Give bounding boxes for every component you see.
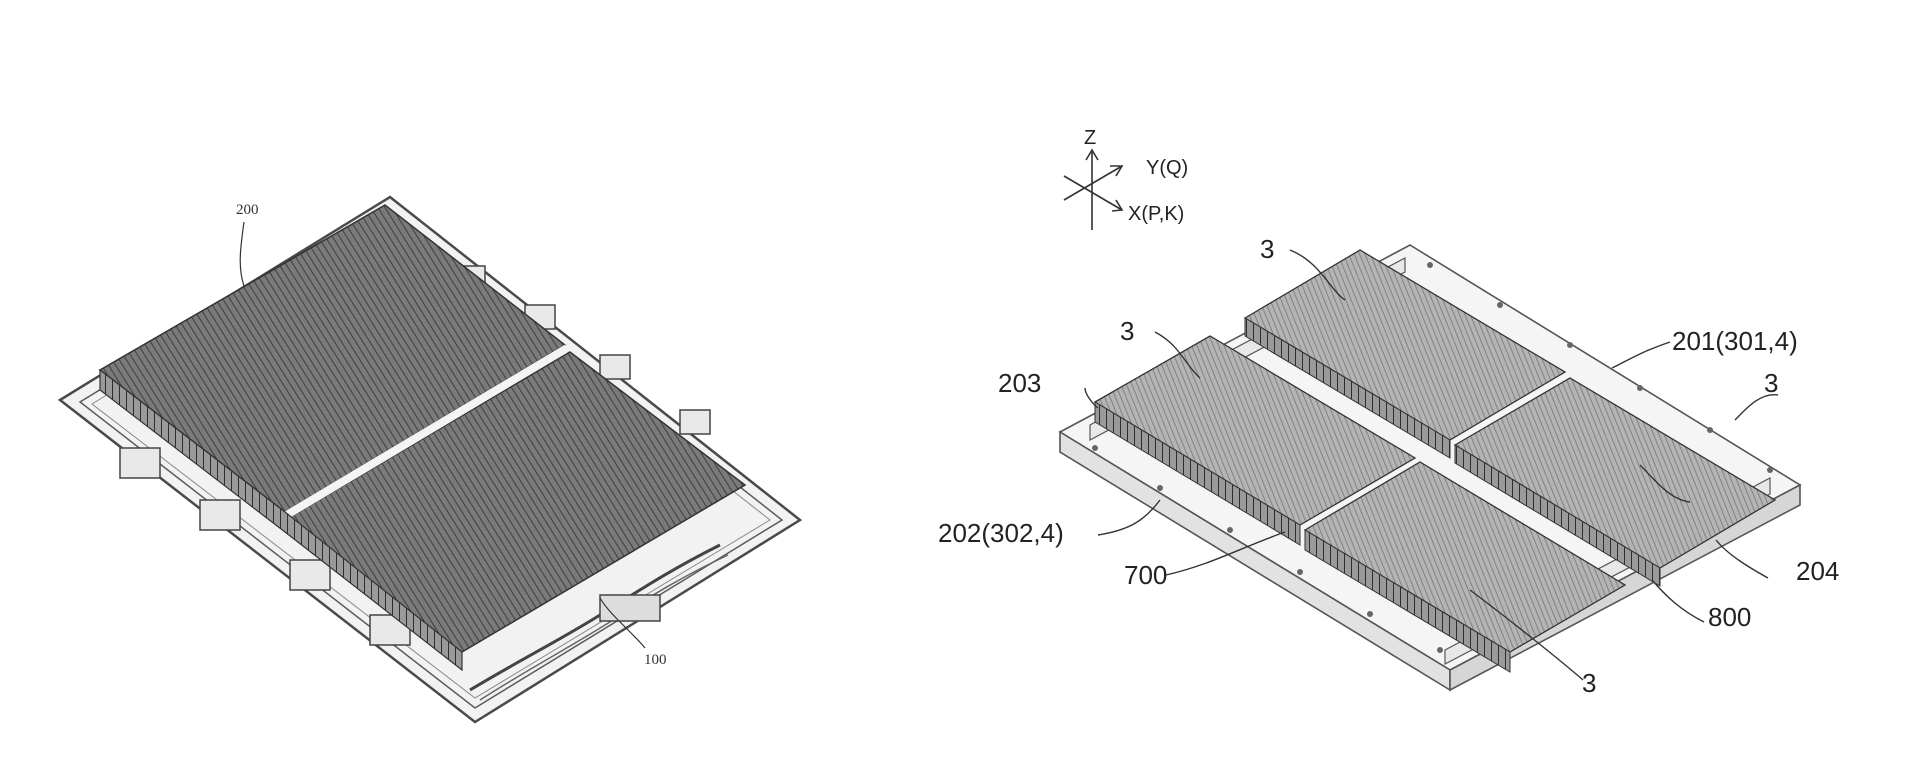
label-module-right: 3 [1764,368,1778,398]
label-module-bottom: 3 [1582,668,1596,698]
cell-block-divider [282,344,570,520]
label-module-top: 3 [1260,234,1274,264]
figure-a-battery-pack: 200 100 [57,195,803,724]
module-bottom [1303,461,1627,673]
figure-b-module-layout: Z Y(Q) X(P,K) [938,127,1839,698]
label-end-wall-left: 203 [998,368,1041,398]
module-top [1243,249,1567,459]
axis-z-label: Z [1084,127,1096,149]
axis-x-label: X(P,K) [1128,203,1184,225]
busbar-harness-2 [479,554,729,701]
label-side-wall-front: 202(302,4) [938,518,1064,548]
axis-y-label: Y(Q) [1146,157,1188,179]
module-left [1093,335,1417,546]
leader-200 [239,221,245,287]
label-side-wall-back: 201(301,4) [1672,326,1798,356]
label-module-left: 3 [1120,316,1134,346]
label-100: 100 [644,652,667,668]
connector-box [599,594,661,622]
label-200: 200 [236,202,259,218]
leader-lines [1084,249,1779,681]
cell-block-side [99,368,463,672]
axis-indicator [1063,148,1124,230]
label-partition-a: 700 [1124,560,1167,590]
label-end-wall-right: 204 [1796,556,1839,586]
module-right [1453,377,1777,587]
leader-100 [599,597,646,649]
tray-mounting-holes [1092,262,1773,653]
label-partition-b: 800 [1708,602,1751,632]
